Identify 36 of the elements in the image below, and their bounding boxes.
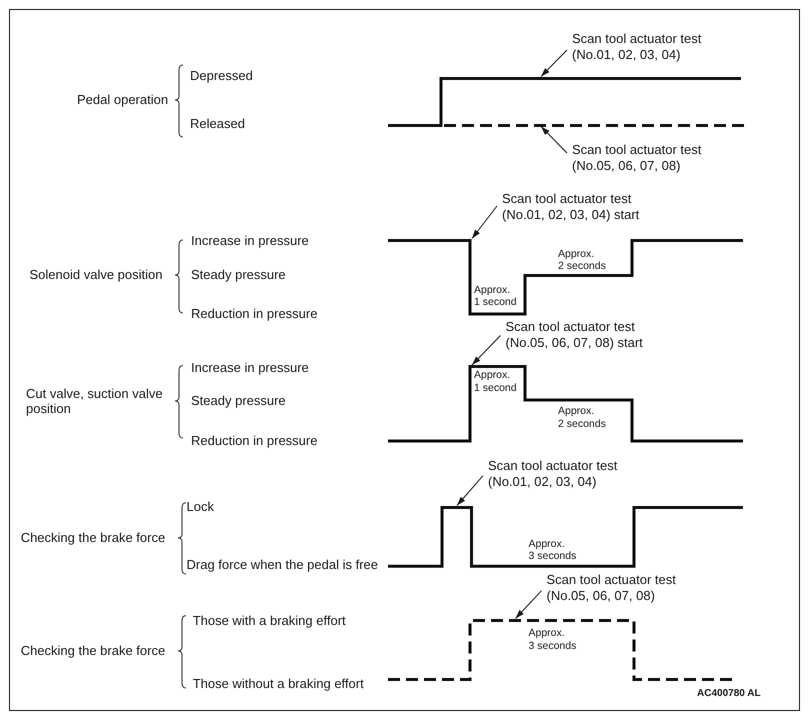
state-label: Released	[190, 116, 245, 132]
signal-name: Pedal operation	[77, 92, 168, 108]
state-label: Steady pressure	[191, 393, 286, 409]
leader-line	[515, 590, 542, 619]
state-label: Those with a braking effort	[192, 613, 346, 629]
callout-text: Scan tool actuator test (No.05, 06, 07, 08)	[572, 142, 737, 173]
state-label: Steady pressure	[191, 267, 286, 283]
duration-label: Approx. 3 seconds	[528, 627, 578, 652]
duration-label: Approx. 2 seconds	[558, 405, 607, 430]
state-label: Reduction in pressure	[191, 432, 318, 448]
duration-label: Approx. 3 seconds	[528, 538, 578, 562]
callout-text: Scan tool actuator test (No.05, 06, 07, 08)	[546, 572, 712, 603]
duration-label: Approx. 1 second	[474, 284, 518, 308]
leader-line	[540, 50, 568, 77]
callout-text: Scan tool actuator test (No.05, 06, 07, 08) start	[506, 319, 670, 350]
leader-line	[472, 206, 498, 239]
state-label: Lock	[186, 499, 214, 515]
duration-label: Approx. 2 seconds	[558, 248, 607, 272]
state-label: Drag force when the pedal is free	[186, 557, 378, 573]
signal-name: Checking the brake force	[20, 530, 166, 546]
state-label: Reduction in pressure	[191, 306, 318, 322]
leader-line	[472, 335, 501, 366]
leader-line	[456, 475, 484, 506]
leader-line	[540, 126, 568, 154]
state-label: Depressed	[190, 68, 253, 84]
signal-name: Cut valve, suction valve position	[26, 386, 164, 417]
state-label: Increase in pressure	[191, 233, 309, 249]
signal-name: Solenoid valve position	[30, 267, 162, 283]
callout-text: Scan tool actuator test (No.01, 02, 03, 04)	[572, 31, 737, 62]
state-label: Increase in pressure	[191, 360, 309, 376]
callout-text: Scan tool actuator test (No.01, 02, 03, 04) start	[502, 191, 667, 222]
figure-code: AC400780 AL	[697, 688, 761, 700]
signal-name: Checking the brake force	[20, 643, 166, 659]
state-label: Those without a braking effort	[192, 676, 364, 692]
duration-label: Approx. 1 second	[474, 369, 518, 394]
callout-text: Scan tool actuator test (No.01, 02, 03, 04)	[488, 458, 653, 489]
